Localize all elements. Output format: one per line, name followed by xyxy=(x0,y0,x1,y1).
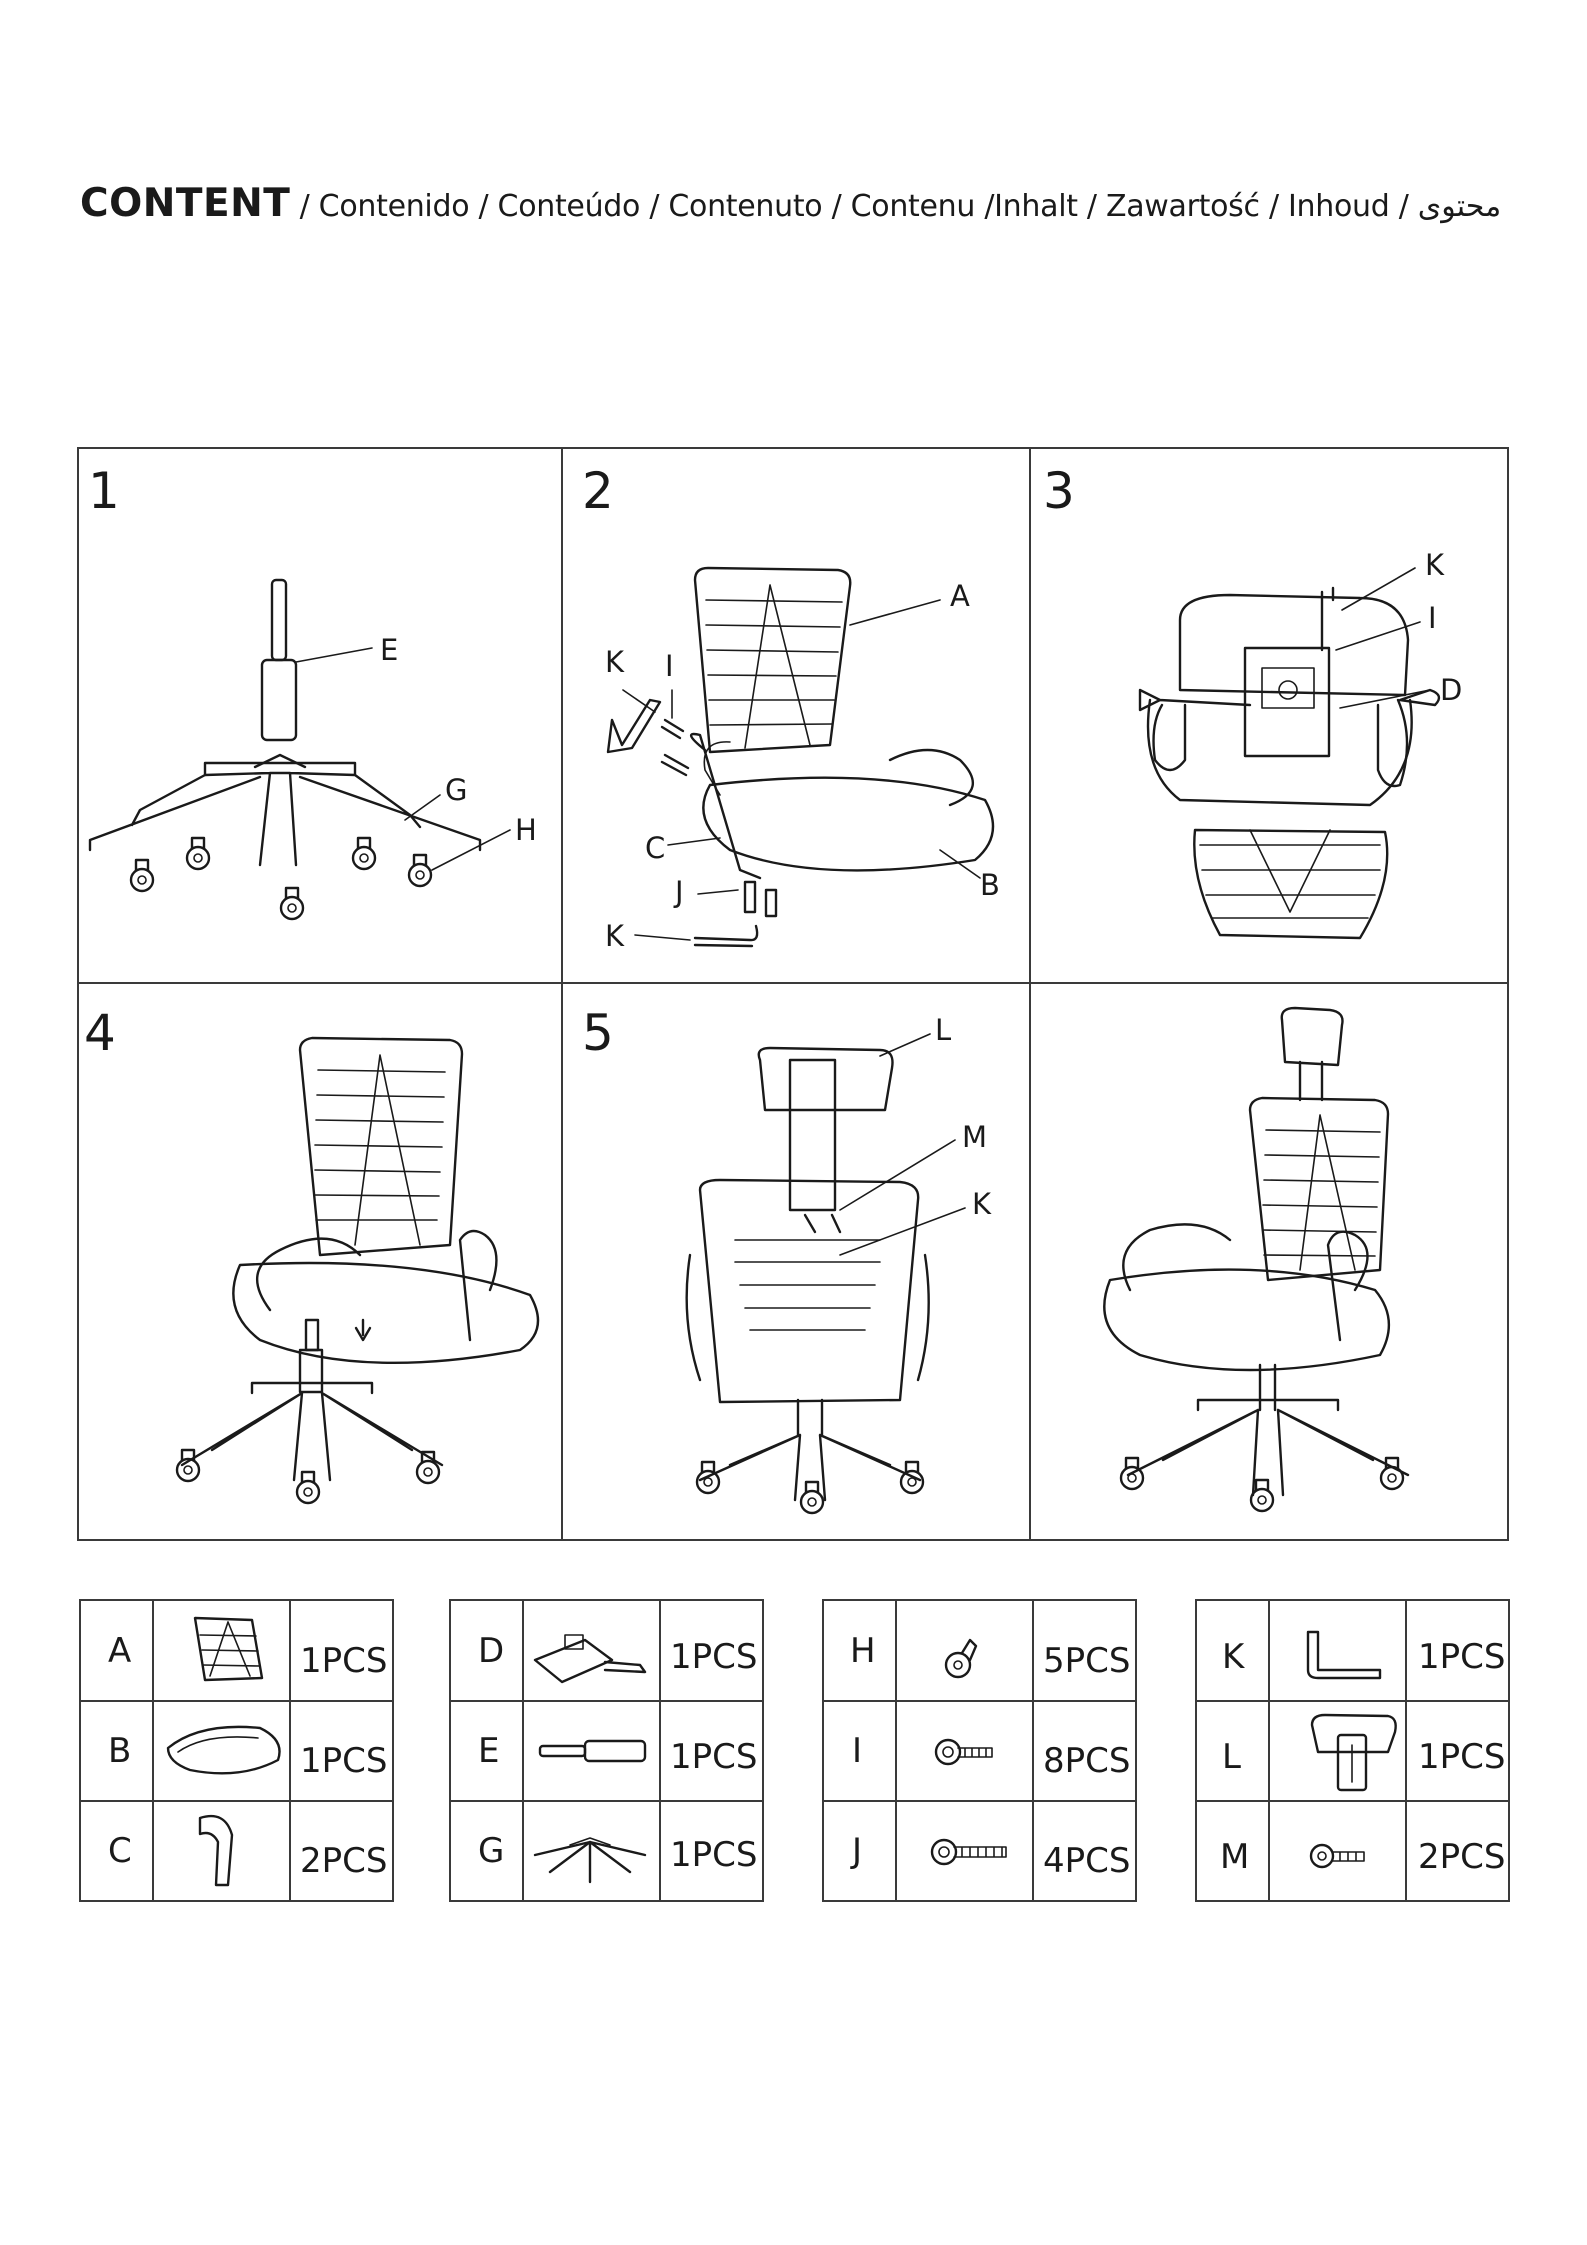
parts-table-4: K L M 1PCS 1PCS 2PCS xyxy=(1196,1600,1509,1901)
step-5-illustration: L M K xyxy=(687,1013,992,1513)
part-qty-l: 1PCS xyxy=(1418,1737,1505,1777)
step-2-illustration: A K I C B J K xyxy=(605,568,1000,953)
steps-grid xyxy=(78,448,1508,1540)
part-letter-i: I xyxy=(852,1731,862,1771)
label-h: H xyxy=(515,813,537,847)
down-arrow-icon xyxy=(356,1320,370,1340)
part-letter-k: K xyxy=(1222,1637,1246,1677)
part-qty-g: 1PCS xyxy=(670,1835,757,1875)
seat-cushion-icon xyxy=(168,1727,280,1773)
part-qty-i: 8PCS xyxy=(1043,1741,1130,1781)
part-qty-k: 1PCS xyxy=(1418,1637,1505,1677)
step-number-3: 3 xyxy=(1043,462,1075,520)
part-letter-e: E xyxy=(478,1731,499,1771)
step-number-5: 5 xyxy=(582,1004,614,1062)
step-4-illustration xyxy=(177,1038,538,1503)
step-6-illustration xyxy=(1104,1008,1408,1511)
label-l: L xyxy=(935,1013,951,1047)
star-base-icon xyxy=(535,1838,645,1882)
label-k: K xyxy=(972,1187,992,1221)
parts-table-2: D E G 1PCS 1PCS 1PCS xyxy=(450,1600,763,1901)
label-b: B xyxy=(980,868,1000,902)
part-letter-b: B xyxy=(108,1731,131,1771)
parts-table-3: H I J 5PCS 8PCS 4PCS xyxy=(823,1600,1136,1901)
part-letter-g: G xyxy=(478,1831,504,1871)
part-qty-h: 5PCS xyxy=(1043,1641,1130,1681)
part-qty-c: 2PCS xyxy=(300,1841,387,1881)
label-k: K xyxy=(1425,548,1445,582)
label-m: M xyxy=(962,1120,987,1154)
part-qty-e: 1PCS xyxy=(670,1737,757,1777)
part-qty-m: 2PCS xyxy=(1418,1837,1505,1877)
mechanism-plate-icon xyxy=(535,1635,645,1682)
step-number-1: 1 xyxy=(88,462,120,520)
label-g: G xyxy=(445,773,467,807)
short-bolt-icon xyxy=(936,1740,992,1764)
label-i: I xyxy=(665,649,674,683)
step-number-2: 2 xyxy=(582,462,614,520)
label-k-bottom: K xyxy=(605,919,625,953)
part-letter-h: H xyxy=(850,1631,876,1671)
armrest-icon xyxy=(200,1816,232,1885)
label-i: I xyxy=(1428,601,1437,635)
part-qty-a: 1PCS xyxy=(300,1641,387,1681)
allen-key-icon xyxy=(1308,1632,1380,1678)
step-number-4: 4 xyxy=(84,1004,116,1062)
gas-lift-rod xyxy=(272,580,286,660)
part-letter-j: J xyxy=(850,1831,862,1871)
long-bolt-icon xyxy=(932,1840,1006,1864)
label-c: C xyxy=(645,831,665,865)
part-qty-d: 1PCS xyxy=(670,1637,757,1677)
part-qty-j: 4PCS xyxy=(1043,1841,1130,1881)
part-letter-a: A xyxy=(108,1631,131,1671)
part-letter-m: M xyxy=(1220,1837,1249,1877)
label-j: J xyxy=(673,875,684,909)
part-qty-b: 1PCS xyxy=(300,1741,387,1781)
small-bolt-icon xyxy=(1311,1845,1364,1867)
label-d: D xyxy=(1440,673,1462,707)
part-letter-c: C xyxy=(108,1831,132,1871)
headrest-icon xyxy=(1312,1715,1396,1790)
gas-lift-cylinder xyxy=(262,660,296,740)
gas-lift-icon xyxy=(540,1741,645,1761)
part-letter-d: D xyxy=(478,1631,504,1671)
backrest-icon xyxy=(195,1618,262,1680)
mechanism-plate xyxy=(1245,648,1329,756)
label-e: E xyxy=(380,633,398,667)
step-1-illustration: E G H xyxy=(90,580,537,919)
headrest xyxy=(1282,1008,1343,1065)
label-k-top: K xyxy=(605,645,625,679)
step-3-illustration: K I D xyxy=(1140,548,1462,938)
part-letter-l: L xyxy=(1222,1737,1241,1777)
caster-wheel-icon xyxy=(946,1640,976,1677)
label-a: A xyxy=(950,579,970,613)
parts-table-1: A B C 1PCS 1PCS 2PCS xyxy=(80,1600,393,1901)
